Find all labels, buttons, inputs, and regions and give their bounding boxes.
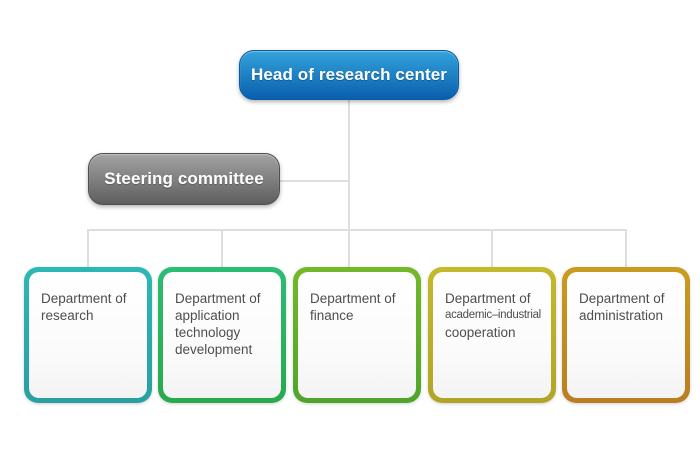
connector-drop-research xyxy=(87,229,89,268)
node-label-line: Department of xyxy=(41,291,127,306)
node-label-line: administration xyxy=(579,308,664,323)
node-head-of-research-center: Head of research center xyxy=(239,50,459,100)
node-label-line: technology xyxy=(175,325,241,340)
node-label-line: Department of xyxy=(579,291,665,306)
node-body: Department of administration xyxy=(567,272,685,398)
node-body: Department of application technology dev… xyxy=(163,272,281,398)
connector-drop-cooperation xyxy=(491,229,493,268)
node-label-line: development xyxy=(175,342,253,357)
node-department-academic-industrial-cooperation: Department of academic–industrial cooper… xyxy=(428,267,556,403)
node-label-line: Department of xyxy=(445,291,531,306)
node-label-line: Department of xyxy=(310,291,396,306)
connector-drop-application xyxy=(221,229,223,268)
connector-distribution-horizontal xyxy=(87,229,627,231)
node-department-administration: Department of administration xyxy=(562,267,690,403)
node-label-line: academic–industrial xyxy=(445,309,541,321)
connector-drop-finance xyxy=(348,229,350,268)
node-label: Head of research center xyxy=(251,65,447,84)
node-body: Department of research xyxy=(29,272,147,398)
node-label: Steering committee xyxy=(104,169,264,188)
node-body: Department of finance xyxy=(298,272,416,398)
node-label-line: research xyxy=(41,308,94,323)
node-department-finance: Department of finance xyxy=(293,267,421,403)
connector-committee-horizontal xyxy=(278,180,348,182)
node-department-research: Department of research xyxy=(24,267,152,403)
node-label-line: Department of xyxy=(175,291,261,306)
node-department-application-technology-development: Department of application technology dev… xyxy=(158,267,286,403)
node-label-line: cooperation xyxy=(445,325,516,340)
node-label-line: finance xyxy=(310,308,354,323)
connector-root-vertical xyxy=(348,98,350,231)
node-steering-committee: Steering committee xyxy=(88,153,280,205)
connector-drop-administration xyxy=(625,229,627,268)
node-body: Department of academic–industrial cooper… xyxy=(433,272,551,398)
node-label-line: application xyxy=(175,308,240,323)
